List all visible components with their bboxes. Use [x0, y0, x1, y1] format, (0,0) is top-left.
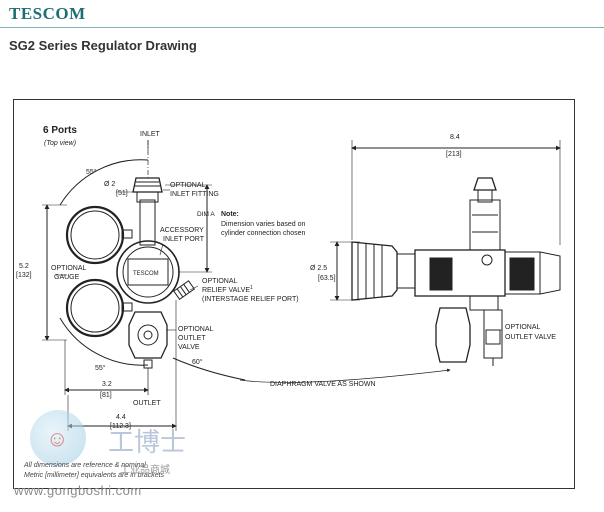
dia-2-label: Ø 2: [104, 181, 115, 188]
outlet-valve-label-1: OPTIONAL: [178, 326, 214, 333]
dia-25-mm: [63.5]: [318, 275, 336, 282]
outlet-end: [539, 251, 561, 295]
bonnet: [396, 253, 416, 289]
relief-label-1: OPTIONAL: [202, 278, 238, 285]
optional-inlet-fitting-2: INLET FITTING: [170, 191, 219, 198]
port-plug: [481, 254, 493, 266]
diaphragm-leader: [239, 368, 451, 383]
dia-2-mm: [51]: [116, 190, 128, 197]
inlet-stem: [139, 199, 156, 246]
inlet-column: [469, 199, 501, 251]
body-brand: TESCOM: [133, 271, 159, 277]
gauge-stem-top: [121, 229, 133, 239]
optional-gauge-2: GAUGE: [54, 274, 80, 281]
optional-outlet-label-1: OPTIONAL: [505, 324, 541, 331]
body-label-1: [429, 257, 453, 291]
angle-arc-bottom: [59, 317, 149, 366]
regulator-plate: [127, 258, 169, 286]
outlet-label: OUTLET: [133, 400, 161, 407]
dim-32-label: 3.2: [102, 381, 112, 388]
dim-52-label: 5.2: [19, 263, 29, 270]
angle-arc-top: [59, 159, 149, 206]
dim-32-mm: [81]: [100, 392, 112, 399]
gauge-bottom: [65, 278, 125, 338]
footnote-line-2: Metric [millimeter] equivalents are in b…: [24, 472, 165, 479]
gauge-top-inner: [70, 210, 120, 260]
inlet-label: INLET: [140, 131, 161, 138]
dim-52-mm: [132]: [16, 272, 32, 279]
dim-44-mm: [112.3]: [110, 423, 131, 430]
angle-label-right: 60°: [192, 358, 203, 366]
watermark-mall: 工业品商城: [120, 465, 170, 476]
optional-inlet-fitting-1: OPTIONAL: [170, 182, 206, 189]
header-rule: [0, 27, 604, 28]
watermark-face-icon: ☺: [46, 426, 69, 451]
hand-knob: [351, 241, 398, 301]
body-label-2: [509, 257, 535, 291]
accessory-label-1: ACCESSORY: [160, 227, 204, 234]
left-view: [42, 140, 451, 431]
ports-heading: 6 Ports: [43, 125, 77, 136]
dim-a-label: DIM A: [197, 211, 215, 218]
dim-84-label: 8.4: [450, 134, 460, 141]
outlet-valve-center: [143, 330, 153, 340]
note-line-2: cylinder connection chosen: [221, 230, 306, 237]
gauge-bottom-inner: [70, 283, 120, 333]
note-label: Note:: [221, 211, 239, 218]
optional-gauge-1: OPTIONAL: [51, 265, 87, 272]
watermark-cn: 工博士: [108, 428, 187, 458]
regulator-body-inner: [122, 246, 174, 298]
accessory-label-2: INLET PORT: [163, 236, 205, 243]
outlet-valve-knob: [137, 324, 159, 346]
gauge-top: [65, 205, 125, 265]
valve-body: [483, 309, 503, 359]
valve-stem: [469, 295, 499, 311]
watermark-url: www.gongboshi.com: [14, 483, 142, 498]
valve-port: [485, 329, 501, 345]
optional-outlet-label-2: OUTLET VALVE: [505, 334, 556, 341]
outlet-valve-label-2: OUTLET: [178, 335, 206, 342]
outlet-port: [143, 359, 153, 369]
outlet-valve: [128, 311, 168, 359]
inlet-fitting-nut: [136, 191, 159, 203]
right-inlet-fitting: [473, 177, 497, 191]
drawing-frame: [13, 99, 575, 489]
relief-valve: [173, 280, 196, 300]
watermark-logo-icon: [30, 410, 86, 466]
inlet-fitting: [132, 177, 163, 193]
note-line-1: Dimension varies based on: [221, 221, 306, 228]
diaphragm-label: DIAPHRAGM VALVE AS SHOWN: [270, 381, 376, 388]
footnote-line-1: All dimensions are reference & nominal: [24, 462, 146, 469]
angle-arc-right: [172, 357, 246, 381]
ports-subheading: (Top view): [44, 140, 76, 147]
brand-logo: TESCOM: [9, 4, 86, 23]
angle-label-bottom: 55°: [95, 364, 106, 372]
dia-25-label: Ø 2.5: [310, 265, 327, 272]
relief-label-3: (INTERSTAGE RELIEF PORT): [202, 296, 299, 303]
dim-44-label: 4.4: [116, 414, 126, 421]
right-view: [330, 140, 561, 366]
angle-label-top: 55°: [86, 168, 97, 176]
gauge-stem-bottom: [121, 302, 133, 312]
page-title: SG2 Series Regulator Drawing: [9, 38, 197, 53]
dim-84-mm: [213]: [446, 151, 462, 158]
right-outlet-valve: [435, 307, 471, 363]
outlet-valve-label-3: VALVE: [178, 344, 200, 351]
relief-label-2: RELIEF VALVE1: [202, 285, 253, 294]
